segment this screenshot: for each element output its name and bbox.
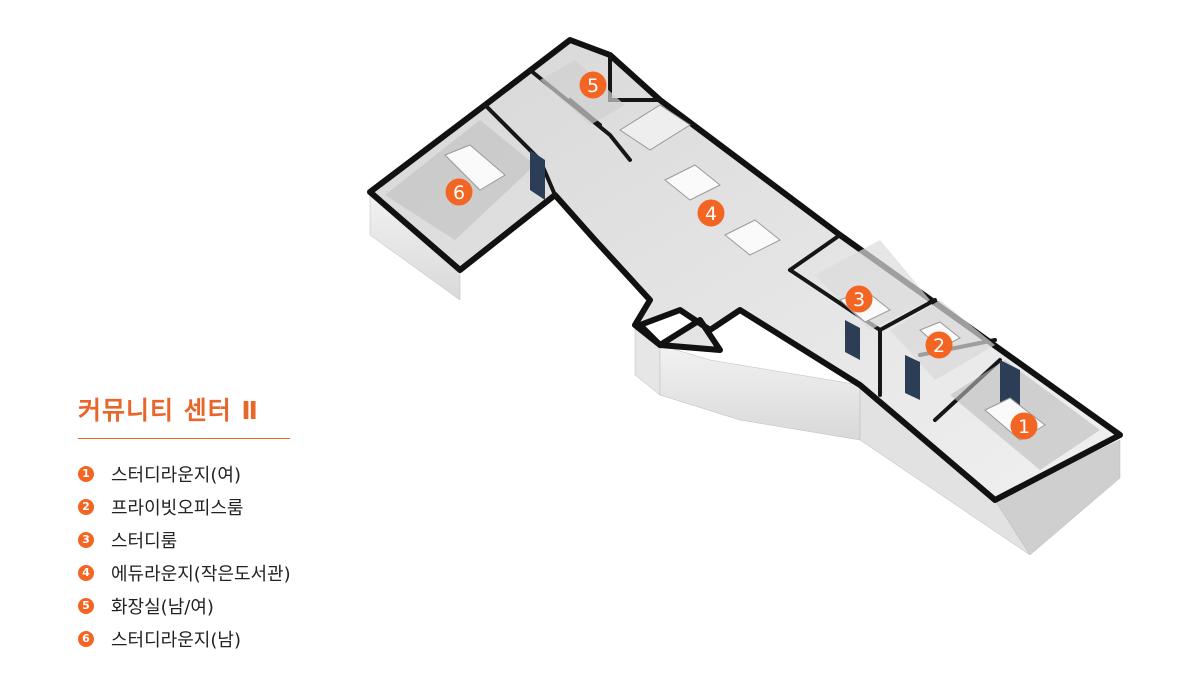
legend-item: 4 에듀라운지(작은도서관) [78,556,298,589]
room-marker-6: 6 [445,178,473,206]
legend-item: 2 프라이빗오피스룸 [78,490,298,523]
marker-label: 6 [453,182,465,204]
room-marker-4: 4 [697,199,725,227]
legend-item-label: 화장실(남/여) [111,596,214,618]
marker-label: 1 [1018,416,1030,438]
marker-label: 5 [587,75,599,97]
marker-label: 4 [705,203,717,225]
legend-number-badge: 1 [78,465,94,482]
legend-item: 5 화장실(남/여) [78,589,298,622]
room-marker-3: 3 [845,285,873,313]
legend-item-label: 스터디라운지(남) [111,629,241,651]
marker-label: 3 [853,289,865,311]
room-marker-2: 2 [925,331,953,359]
legend-item: 3 스터디룸 [78,523,298,556]
legend-list: 1 스터디라운지(여) 2 프라이빗오피스룸 3 스터디룸 4 에듀라운지(작은… [78,457,298,655]
legend-item-label: 에듀라운지(작은도서관) [111,563,291,585]
legend-number-badge: 4 [78,564,94,581]
legend-divider [78,438,290,439]
room-marker-1: 1 [1010,412,1038,440]
legend-number-badge: 3 [78,531,94,548]
floor-slab [367,37,1123,503]
legend-item: 1 스터디라운지(여) [78,457,298,490]
legend-item-label: 스터디라운지(여) [111,464,241,486]
legend-item-label: 프라이빗오피스룸 [111,497,244,519]
legend-title: 커뮤니티 센터 Ⅱ [78,396,259,425]
legend-number-badge: 6 [78,630,94,647]
legend-number-badge: 2 [78,498,94,515]
legend-number-badge: 5 [78,597,94,614]
room-marker-5: 5 [579,71,607,99]
marker-label: 2 [933,335,945,357]
exterior-side-faces [369,191,1121,556]
legend-item-label: 스터디룸 [111,530,178,552]
legend: 커뮤니티 센터 Ⅱ 1 스터디라운지(여) 2 프라이빗오피스룸 3 스터디룸 … [78,394,298,655]
legend-item: 6 스터디라운지(남) [78,622,298,655]
